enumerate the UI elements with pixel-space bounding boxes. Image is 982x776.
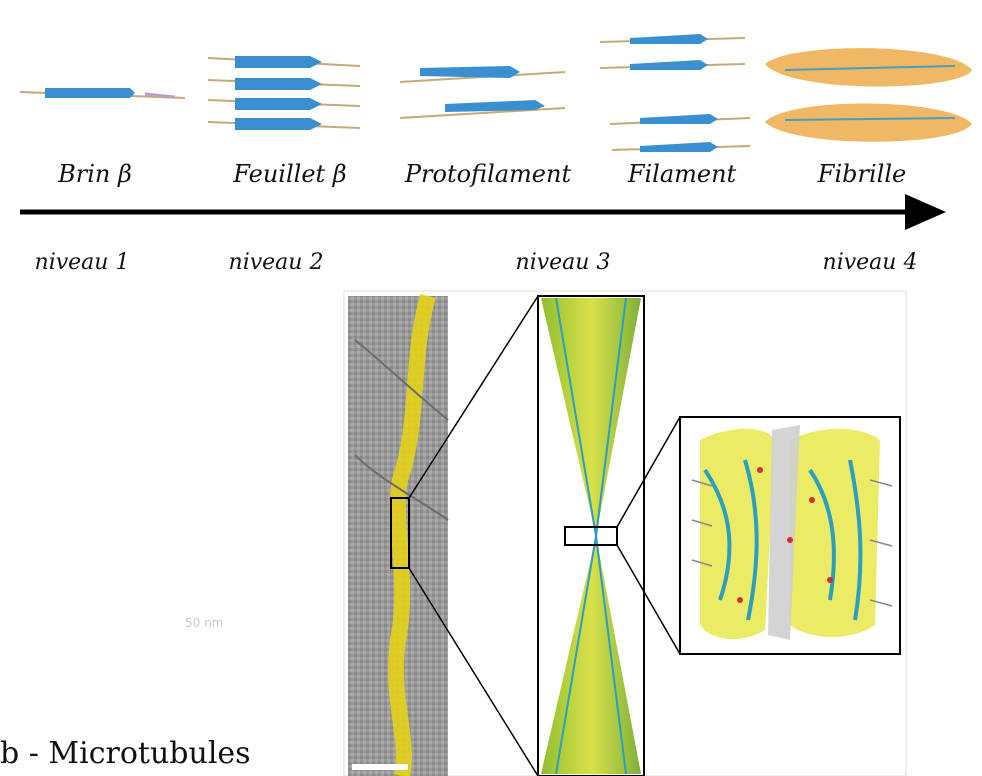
- progression-arrow-head: [905, 194, 946, 230]
- stage-filament-drawing: [600, 34, 750, 152]
- scale-text: 50 nm: [185, 616, 223, 630]
- stage-label-filament: Filament: [628, 160, 736, 188]
- level-label-2: niveau 2: [229, 250, 324, 275]
- atomic-model-panel: [680, 417, 900, 654]
- level-label-3: niveau 3: [516, 250, 611, 275]
- stage-label-protofilament: Protofilament: [405, 160, 571, 188]
- stage-label-brin: Brin β: [58, 160, 132, 188]
- stage-brin-drawing: [20, 88, 185, 98]
- stage-fibrille-drawing: [765, 48, 972, 142]
- stage-label-feuillet: Feuillet β: [233, 160, 346, 188]
- level-label-4: niveau 4: [823, 250, 918, 275]
- level-label-1: niveau 1: [35, 250, 130, 275]
- stage-feuillet-drawing: [208, 56, 360, 130]
- figure-caption: b - Microtubules: [0, 736, 251, 771]
- fibril-model-panel: [538, 296, 644, 776]
- stage-protofilament-drawing: [400, 66, 565, 118]
- stage-label-fibrille: Fibrille: [818, 160, 906, 188]
- micrograph-panel: [348, 296, 448, 776]
